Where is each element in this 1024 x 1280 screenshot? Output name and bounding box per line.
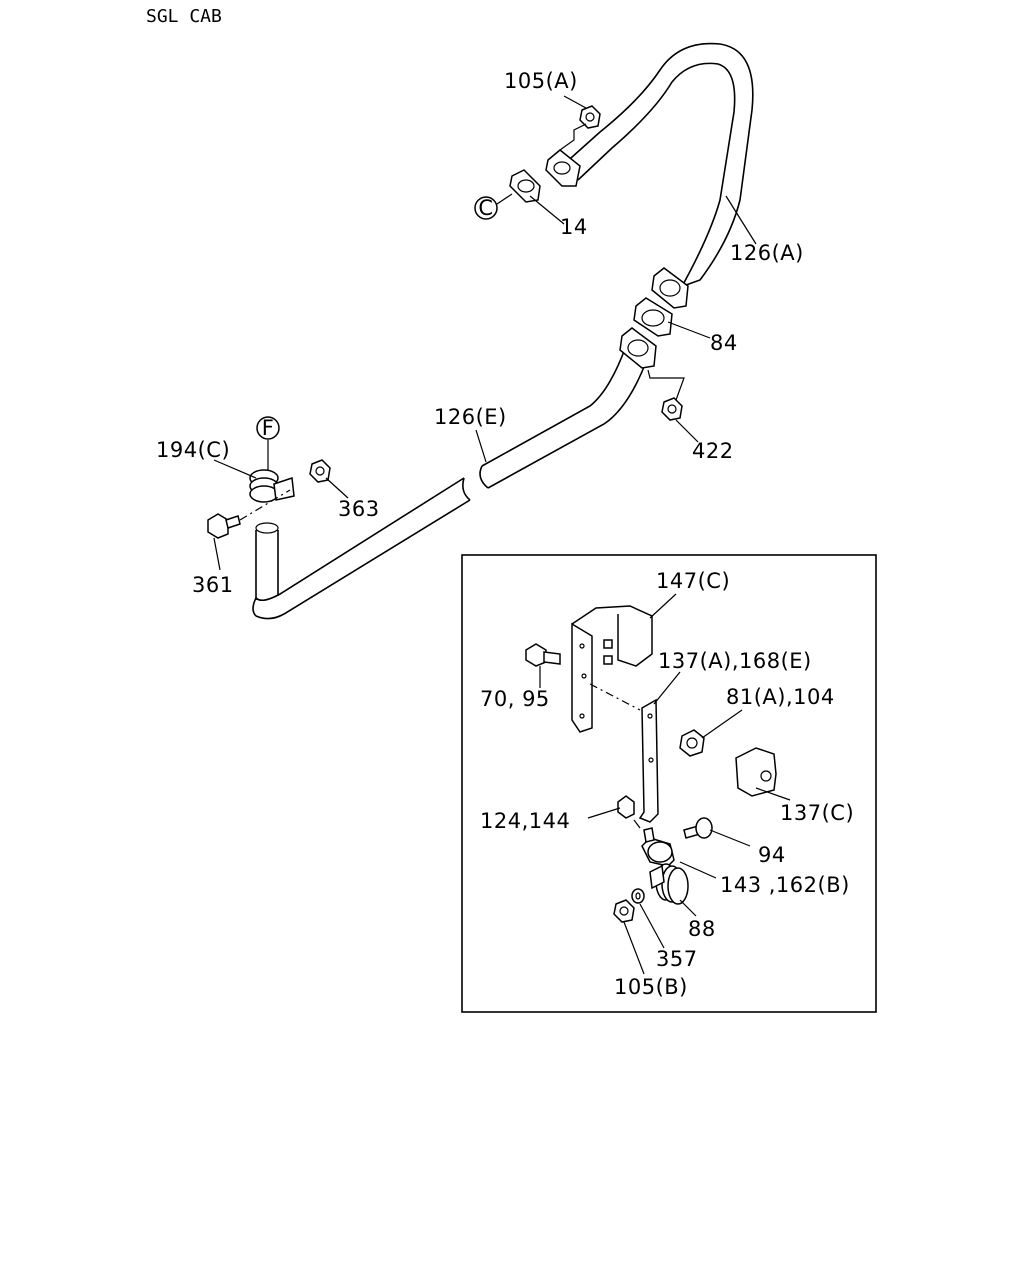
strap-137a-168e bbox=[638, 698, 659, 823]
label-137c: 137(C) bbox=[780, 801, 854, 825]
label-70-95: 70, 95 bbox=[480, 687, 550, 711]
fitting-leader bbox=[633, 819, 641, 829]
gasket-14 bbox=[509, 169, 541, 203]
flange-126e-top bbox=[619, 327, 657, 369]
upper-leaders bbox=[213, 95, 757, 571]
pipe-126e bbox=[252, 345, 647, 620]
label-357: 357 bbox=[656, 947, 698, 971]
fitting-124-144 bbox=[617, 795, 635, 819]
label-81a-104: 81(A),104 bbox=[726, 685, 835, 709]
bolt-70-95 bbox=[525, 643, 561, 667]
nut-105b bbox=[613, 899, 635, 923]
header-title: SGL CAB bbox=[146, 6, 222, 27]
label-363: 363 bbox=[338, 497, 380, 521]
circled-ref-c-leader bbox=[496, 193, 513, 205]
circled-ref-f: F bbox=[256, 416, 280, 440]
label-143-162b: 143 ,162(B) bbox=[720, 873, 850, 897]
flange-126a-bottom bbox=[651, 267, 689, 309]
nut-leader-422 bbox=[647, 369, 685, 401]
bolt-94 bbox=[683, 817, 713, 839]
nut-105a bbox=[579, 105, 601, 129]
label-137a-168e: 137(A),168(E) bbox=[658, 649, 812, 673]
nut-81a-104 bbox=[679, 729, 705, 757]
nut-422 bbox=[661, 397, 683, 421]
svg-text:C: C bbox=[478, 196, 493, 220]
detail-box bbox=[461, 554, 877, 1013]
detail-leaders bbox=[539, 593, 791, 975]
label-126e: 126(E) bbox=[434, 405, 507, 429]
svg-text:F: F bbox=[262, 416, 275, 440]
bolt-361 bbox=[207, 513, 241, 539]
washer-357 bbox=[631, 888, 645, 904]
pipe-126a bbox=[561, 42, 754, 291]
bolt-axis-361 bbox=[239, 489, 291, 521]
label-124-144: 124,144 bbox=[480, 809, 570, 833]
clamp-88 bbox=[649, 863, 689, 905]
bracket-137c bbox=[735, 747, 777, 797]
label-194c: 194(C) bbox=[156, 438, 230, 462]
gasket-84 bbox=[633, 297, 673, 337]
nut-leader-105a bbox=[559, 123, 587, 151]
label-94: 94 bbox=[758, 843, 786, 867]
label-84: 84 bbox=[710, 331, 738, 355]
bracket-axis bbox=[589, 683, 641, 711]
label-126a: 126(A) bbox=[730, 241, 804, 265]
circled-ref-c: C bbox=[474, 196, 498, 220]
label-14: 14 bbox=[560, 215, 588, 239]
clamp-194c bbox=[249, 469, 295, 503]
label-147c: 147(C) bbox=[656, 569, 730, 593]
label-422: 422 bbox=[692, 439, 734, 463]
label-105b: 105(B) bbox=[614, 975, 688, 999]
label-361: 361 bbox=[192, 573, 234, 597]
damper-143-162b bbox=[641, 827, 675, 867]
label-88: 88 bbox=[688, 917, 716, 941]
label-105a: 105(A) bbox=[504, 69, 578, 93]
bracket-147c bbox=[571, 605, 653, 733]
